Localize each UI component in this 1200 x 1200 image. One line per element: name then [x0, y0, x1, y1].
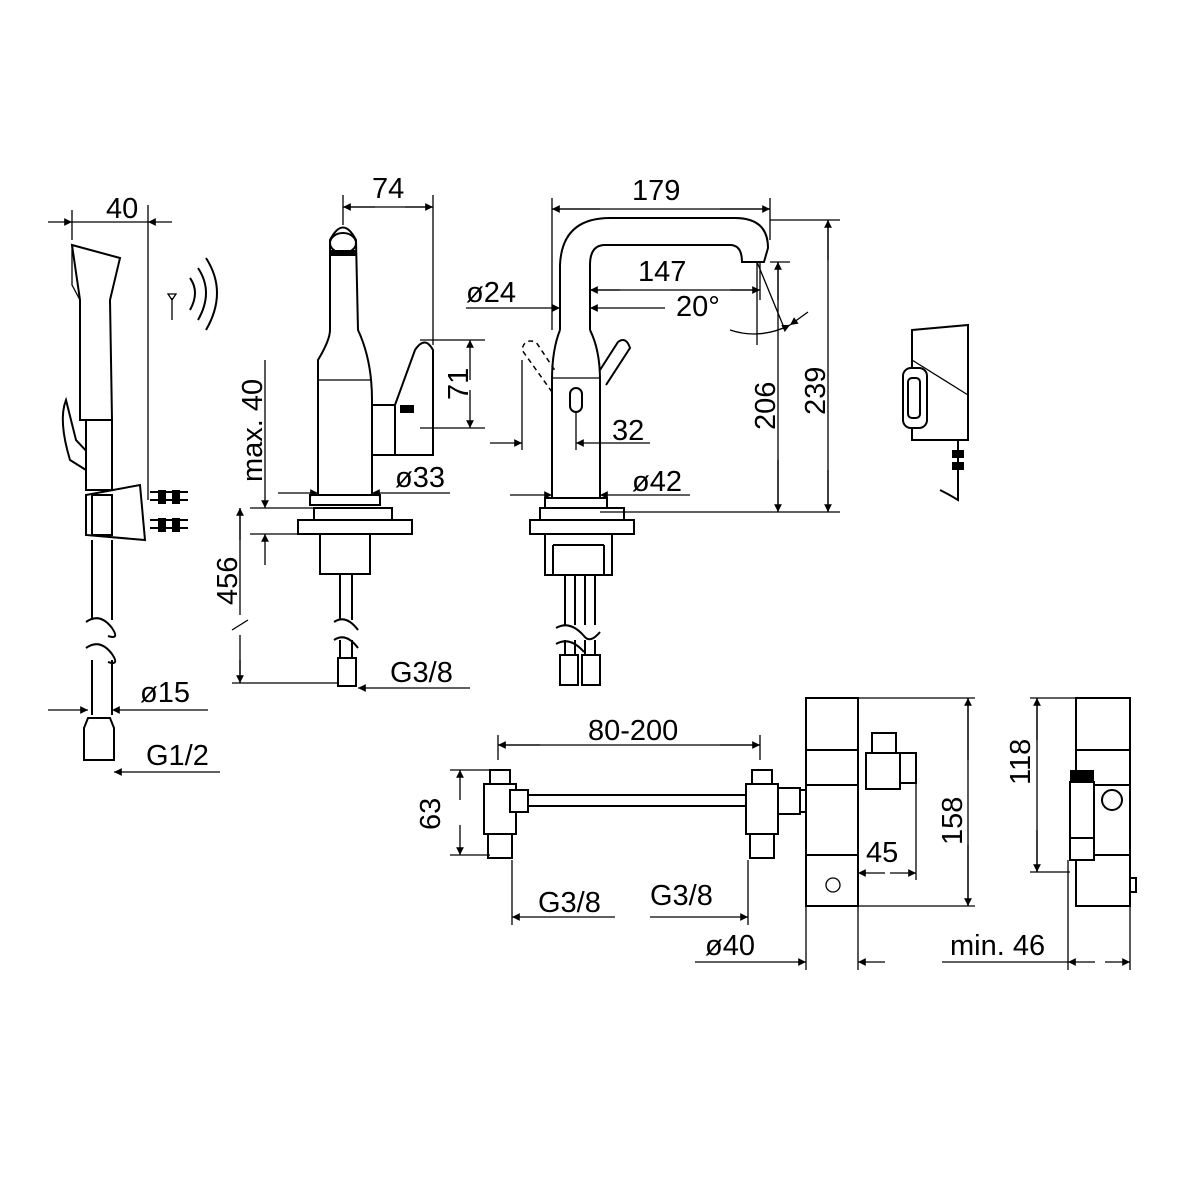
valve-assembly: 80-200 63 G3/8 G3/8 ø40 158 45 118 min. …: [415, 697, 1137, 970]
dim-total-height: 239: [800, 367, 832, 415]
dim-spout-angle: 20°: [676, 291, 720, 323]
dim-base-diameter: ø33: [395, 462, 445, 494]
radio-waves-icon: [166, 257, 218, 331]
dim-box-depth: ø40: [705, 930, 755, 962]
dim-hand-shower-connection: G1/2: [146, 740, 209, 772]
dim-hose-diameter: ø15: [140, 677, 190, 709]
hand-shower: 40 ø15 G1/2: [48, 193, 220, 776]
dim-total-reach: 179: [632, 175, 680, 207]
dim-faucet-depth: 74: [372, 173, 404, 205]
dim-hose-length: 456: [212, 557, 244, 605]
dim-max-deck: max. 40: [237, 379, 269, 482]
faucet-front-view: 179 147 ø24 20° 32 206 239 ø42: [466, 175, 840, 686]
dim-faucet-connection: G3/8: [390, 657, 453, 689]
dim-spout-diameter: ø24: [466, 277, 516, 309]
dim-sensor-offset: 32: [612, 415, 644, 447]
dim-min-width: min. 46: [950, 930, 1045, 962]
dim-left-connection: G3/8: [538, 887, 601, 919]
dim-outlet-height: 206: [750, 382, 782, 430]
dim-hand-shower-width: 40: [106, 193, 138, 225]
dim-outlet-offset: 45: [866, 837, 898, 869]
control-box: [902, 323, 969, 502]
dim-lever-height: 71: [443, 368, 475, 400]
dim-side-height: 118: [1005, 739, 1037, 785]
faucet-side-view: 74 71 max. 40 ø33 456 G3/8: [212, 173, 485, 692]
dim-valve-spacing: 80-200: [588, 715, 678, 747]
dim-valve-height: 63: [415, 798, 447, 830]
dim-box-height: 158: [937, 797, 969, 845]
dim-right-connection: G3/8: [650, 880, 713, 912]
dim-spout-reach: 147: [638, 256, 686, 288]
dim-body-diameter: ø42: [632, 466, 682, 498]
